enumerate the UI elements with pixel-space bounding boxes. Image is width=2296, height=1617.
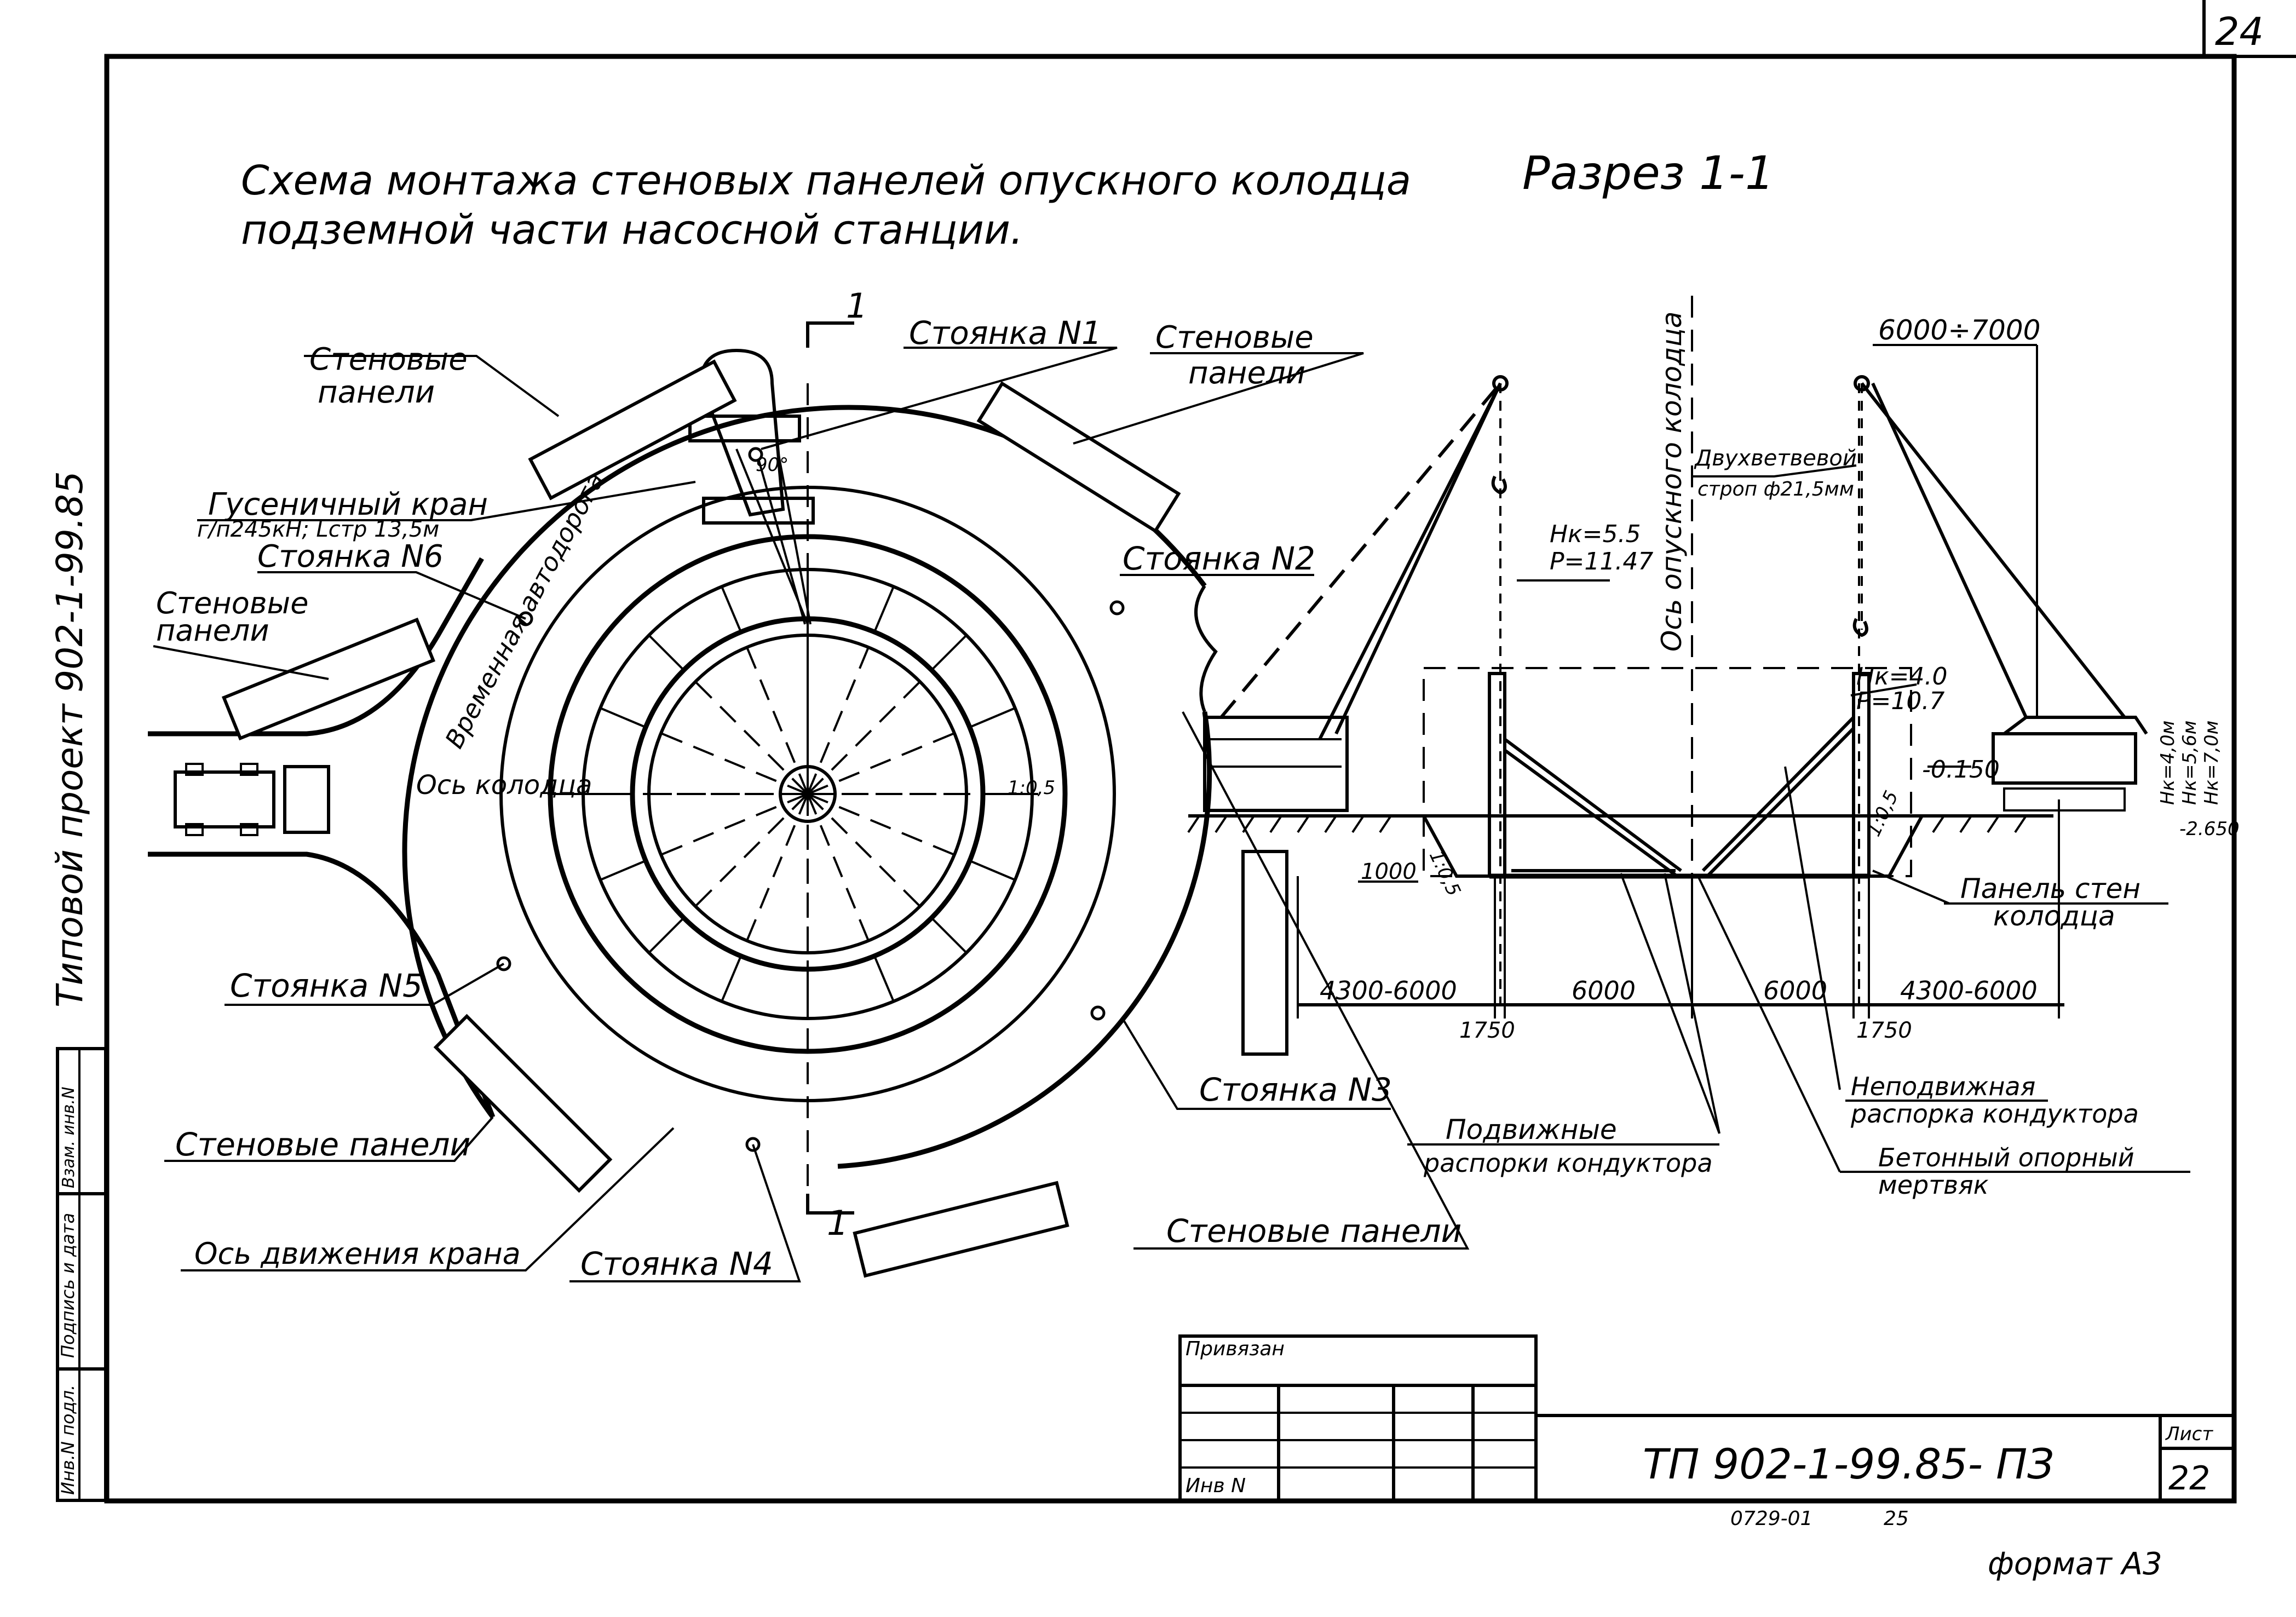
label-elev-1: -0.150 [1922, 756, 2000, 784]
label-fixed-strut: Неподвижная [1851, 1072, 2035, 1101]
label-hk-right: Hк=4.0 [1856, 663, 1948, 690]
label-mobile-struts: Подвижные [1446, 1114, 1617, 1146]
label-stand-4: Стоянка N4 [580, 1245, 773, 1282]
panel-stack-top-right [976, 381, 1181, 533]
dim-6000-a: 6000 [1572, 976, 1636, 1005]
label-anchor-2: мертвяк [1878, 1170, 1989, 1200]
label-wall-panel: Панель стен [1960, 873, 2140, 905]
dim-1000: 1000 [1361, 859, 1417, 884]
label-panels-top-left-1: Стеновые [309, 342, 468, 377]
label-stand-6: Стоянка N6 [257, 539, 444, 574]
section-mark-top: 1 [846, 286, 867, 326]
stamp-inv-orig: Инв.N подл. [57, 1385, 78, 1495]
stamp-replace-inv: Взам. инв.N [59, 1087, 78, 1188]
title-block-bound: Привязан [1186, 1338, 1285, 1360]
crane-left-section [1203, 375, 1509, 812]
dim-right-range: 4300-6000 [1900, 976, 2038, 1005]
drawing-title-line1: Схема монтажа стеновых панелей опускного… [241, 157, 1411, 204]
drawing-title-line2: подземной части насосной станции. [241, 206, 1023, 254]
label-slope-left: 1:0,5 [1425, 847, 1465, 900]
label-sling: Двухветвевой [1694, 446, 1857, 471]
label-span: 6000÷7000 [1878, 314, 2040, 346]
label-panels-top-right-1: Стеновые [1155, 320, 1314, 355]
label-p-left: P=11.47 [1550, 548, 1653, 576]
panel-stack-top-left [528, 359, 737, 500]
crane-right-section [1852, 375, 2148, 812]
label-stand-3: Стоянка N3 [1199, 1071, 1392, 1108]
label-sling-2: строп ф21,5мм [1697, 478, 1854, 500]
title-block-list-number: 22 [2168, 1459, 2210, 1498]
label-hk-left: Hк=5.5 [1550, 520, 1641, 548]
footer-copy-no: 0729-01 [1730, 1507, 1812, 1530]
label-crane-params: г/п245кН; Lстр 13,5м [197, 517, 439, 542]
label-angle: 90° [756, 454, 789, 476]
label-crane: Гусеничный кран [208, 487, 488, 522]
section-mark-bottom: 1 [827, 1203, 848, 1243]
dim-left-range: 4300-6000 [1320, 976, 1457, 1005]
stamp-signature-date: Подпись и дата [57, 1213, 78, 1358]
label-elev-2: -2.650 [2179, 818, 2240, 840]
title-block: Привязан Инв N ТП 902-1-99.85- ПЗ Лист 2… [1178, 1334, 2236, 1502]
label-panels-left-2: панели [156, 613, 269, 648]
label-wall-panel-2: колодца [1993, 900, 2115, 932]
label-fixed-strut-2: распорка кондуктора [1850, 1099, 2139, 1129]
left-stamp: Инв.N подл. Подпись и дата Взам. инв.N [56, 1047, 107, 1502]
panel-stack-bottom-right [853, 1181, 1069, 1278]
project-side-label: Типовой проект 902-1-99.85 [49, 471, 91, 1008]
label-panels-bottom-right: Стеновые панели [1166, 1212, 1461, 1250]
label-panels-left-1: Стеновые [156, 586, 308, 620]
title-block-list-label: Лист [2165, 1423, 2213, 1445]
dim-1750-a: 1750 [1459, 1018, 1515, 1043]
title-block-inv: Инв N [1186, 1475, 1246, 1497]
truck-icon [174, 763, 330, 836]
dim-6000-b: 6000 [1763, 976, 1827, 1005]
label-hk-a: Hк=4,0м [2157, 721, 2179, 805]
footer-format: формат А3 [1988, 1546, 2162, 1582]
label-slope-inner: 1:0,5 [1008, 777, 1055, 799]
label-panels-top-right-2: панели [1188, 355, 1305, 391]
label-well-axis: Ось колодца [416, 770, 592, 801]
title-block-code: ТП 902-1-99.85- ПЗ [1643, 1440, 2054, 1488]
label-anchor: Бетонный опорный [1878, 1143, 2134, 1172]
label-p-right: P=10.7 [1856, 687, 1944, 715]
label-panels-bottom-left: Стеновые панели [175, 1126, 470, 1163]
panel-stack-right [1241, 850, 1288, 1056]
label-mobile-struts-2: распорки кондуктора [1423, 1148, 1713, 1178]
label-hk-b: Hк=5,6м [2179, 721, 2201, 805]
label-hk-c: Hк=7,0м [2201, 721, 2223, 805]
label-stand-1: Стоянка N1 [909, 314, 1102, 352]
crawler-crane-plan [688, 348, 815, 625]
label-panels-top-left-2: панели [318, 375, 435, 410]
drawing-frame [104, 0, 2296, 1504]
footer-copy-page: 25 [1884, 1507, 1909, 1530]
label-stand-2: Стоянка N2 [1123, 540, 1315, 577]
section-title: Разрез 1-1 [1522, 146, 1774, 200]
plan-view: Стеновые панели Стоянка N1 Стеновые пане… [148, 286, 1470, 1282]
label-stand-5: Стоянка N5 [230, 967, 423, 1004]
label-crane-axis: Ось движения крана [194, 1236, 521, 1271]
section-view: Ось опускного колодца 6000÷7000 Двухветв… [1187, 296, 2240, 1200]
label-well-axis-vertical: Ось опускного колодца [1656, 312, 1688, 652]
sheet-number: 24 [2215, 9, 2264, 54]
dim-1750-b: 1750 [1856, 1018, 1912, 1043]
panel-stack-bottom-left [433, 1014, 613, 1193]
